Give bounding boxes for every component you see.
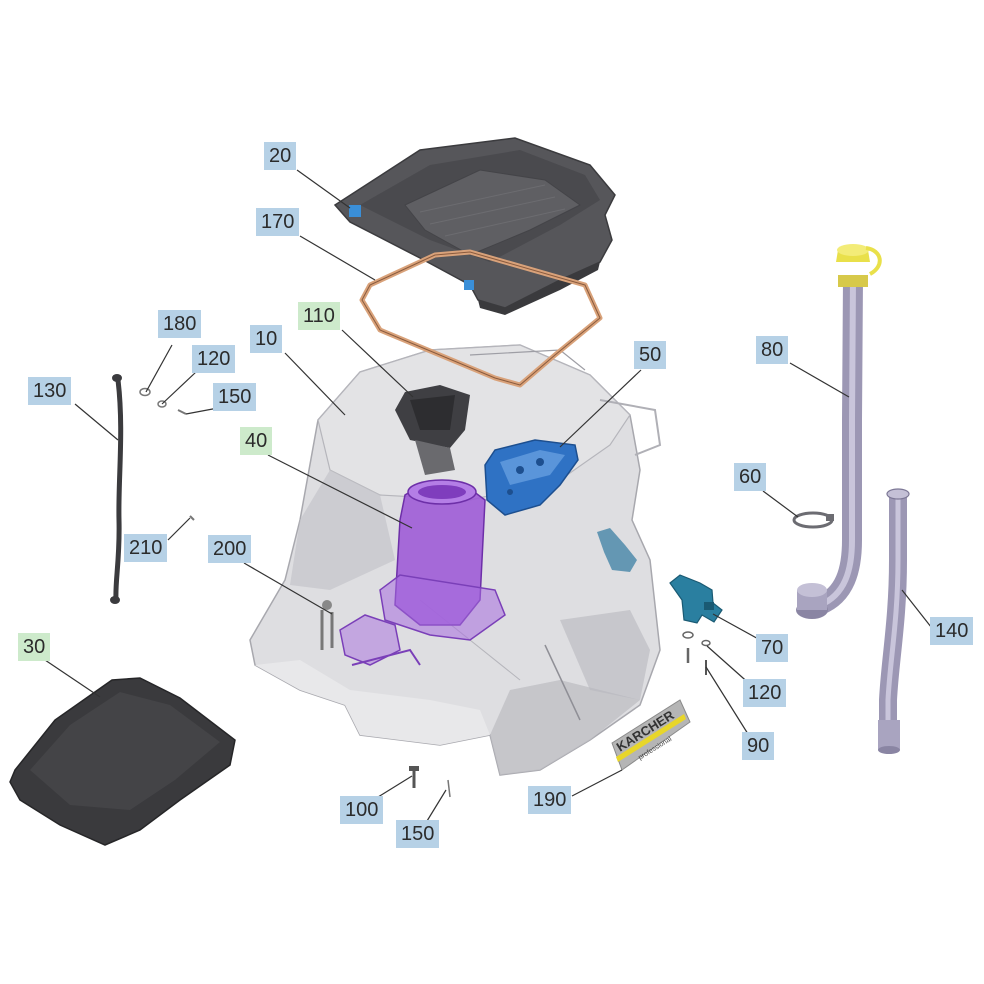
part-base-200 <box>320 600 334 650</box>
callout-140: 140 <box>930 617 974 645</box>
callout-20: 20 <box>264 142 297 170</box>
callout-60: 60 <box>734 463 767 491</box>
part-chamber-40 <box>339 479 506 666</box>
callout-80: 80 <box>756 336 789 364</box>
part-tube-140 <box>878 488 910 754</box>
callout-130: 130 <box>28 377 72 405</box>
callout-190: 190 <box>528 786 572 814</box>
callout-50: 50 <box>634 341 667 369</box>
callout-120-lower: 120 <box>743 679 787 707</box>
part-lid-20 <box>333 137 616 315</box>
part-tray-50 <box>484 439 579 516</box>
callout-70: 70 <box>756 634 789 662</box>
part-filter-110 <box>395 385 470 475</box>
small-hardware <box>139 387 711 798</box>
part-strap-130 <box>110 374 124 604</box>
callout-210: 210 <box>124 534 168 562</box>
callout-150-lower: 150 <box>396 820 440 848</box>
part-holder-70 <box>669 574 723 624</box>
callout-90: 90 <box>742 732 775 760</box>
callout-30: 30 <box>18 633 51 661</box>
part-clamp-60 <box>792 511 834 529</box>
callout-110: 110 <box>298 302 340 330</box>
callout-170: 170 <box>256 208 300 236</box>
callout-10: 10 <box>250 325 283 353</box>
part-cover-30 <box>9 677 236 846</box>
callout-180: 180 <box>158 310 202 338</box>
part-hose-80 <box>796 244 882 619</box>
part-gasket-170 <box>359 249 603 388</box>
callout-150-upper: 150 <box>213 383 257 411</box>
part-bracket-inner <box>597 528 637 572</box>
callout-200: 200 <box>208 535 252 563</box>
callout-120-upper: 120 <box>192 345 236 373</box>
leader-lines <box>44 169 936 822</box>
callout-40: 40 <box>240 427 273 455</box>
callout-100: 100 <box>340 796 384 824</box>
